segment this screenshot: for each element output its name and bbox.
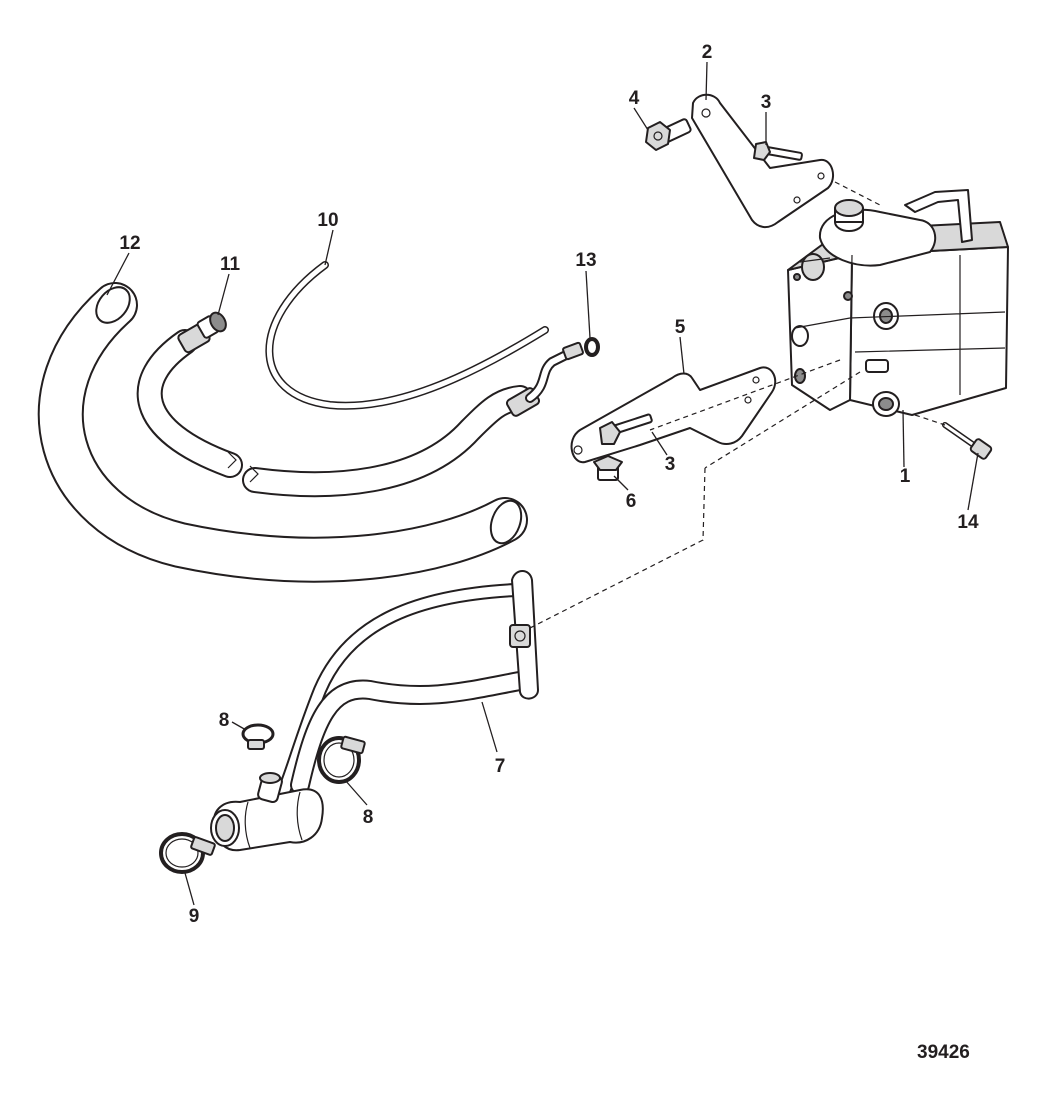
part-5-lower-bracket xyxy=(570,366,777,464)
callout-5: 5 xyxy=(675,317,686,338)
part-9-hose-clamp xyxy=(159,832,216,874)
part-8-small-clamp xyxy=(241,723,275,750)
callout-10: 10 xyxy=(317,210,338,231)
callout-8-upper: 8 xyxy=(219,710,230,731)
part-3-lower-screw xyxy=(599,413,653,445)
callout-6: 6 xyxy=(626,491,637,512)
part-3-upper-screw xyxy=(753,141,803,161)
assembly-lines xyxy=(529,181,946,629)
callout-8-lower: 8 xyxy=(363,807,374,828)
callout-14: 14 xyxy=(957,512,979,533)
part-6-bolt xyxy=(593,455,623,481)
callout-4: 4 xyxy=(629,88,640,109)
part-13-o-ring xyxy=(584,337,600,357)
part-14-screw xyxy=(942,422,993,460)
part-2-upper-bracket xyxy=(691,93,835,228)
leader-lines xyxy=(106,61,979,906)
callout-3-lower: 3 xyxy=(665,454,676,475)
figure-id: 39426 xyxy=(917,1042,970,1063)
part-1-main-unit xyxy=(787,189,1009,417)
callout-13: 13 xyxy=(575,250,596,271)
part-11-hose-with-fitting xyxy=(136,311,584,498)
part-4-bolt xyxy=(645,118,692,151)
callout-1: 1 xyxy=(900,466,911,487)
callout-3-upper: 3 xyxy=(761,92,772,113)
callout-7: 7 xyxy=(495,756,506,777)
callout-labels: 1 2 3 3 4 5 6 7 8 8 9 10 11 12 13 14 xyxy=(119,42,979,927)
callout-12: 12 xyxy=(119,233,140,254)
callout-2: 2 xyxy=(702,42,713,63)
part-12-large-hose xyxy=(37,282,528,583)
part-7-tube-assembly xyxy=(210,570,539,852)
part-10-thin-hose xyxy=(265,261,549,410)
part-8-hose-clamp xyxy=(317,735,366,784)
callout-9: 9 xyxy=(189,906,200,927)
callout-11: 11 xyxy=(220,254,241,275)
